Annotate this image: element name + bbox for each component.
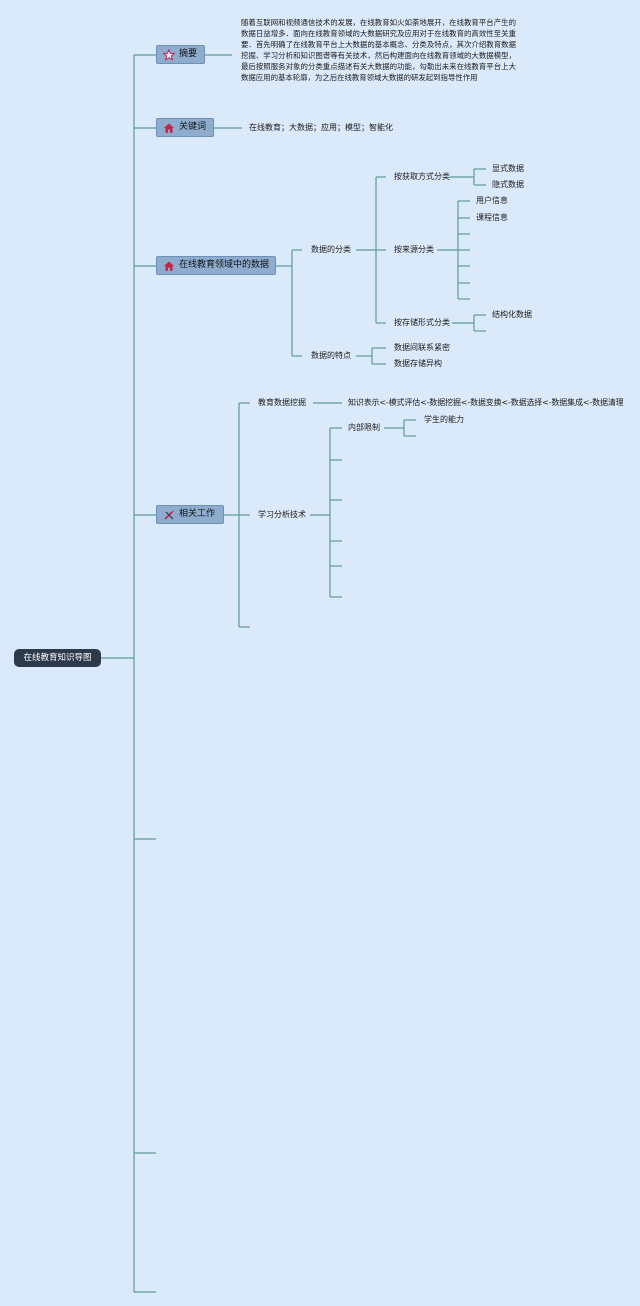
node-data-features[interactable]: 数据的特点 [311, 351, 351, 360]
keywords-text: 在线教育；大数据；应用；模型；智能化 [249, 123, 393, 132]
pencil-ruler-icon [163, 509, 175, 521]
topic-keywords[interactable]: 关键词 [156, 118, 214, 137]
star-icon [163, 48, 175, 61]
leaf-close-relations[interactable]: 数据间联系紧密 [394, 343, 450, 352]
leaf-explicit-data[interactable]: 显式数据 [492, 164, 524, 173]
topic-data-section-label: 在线教育领域中的数据 [179, 260, 270, 270]
root-topic[interactable]: 在线教育知识导图 [14, 649, 101, 667]
node-edm[interactable]: 教育数据挖掘 [258, 398, 306, 407]
node-by-acquisition[interactable]: 按获取方式分类 [394, 172, 450, 181]
node-internal-limits[interactable]: 内部限制 [348, 423, 380, 432]
leaf-structured-data[interactable]: 结构化数据 [492, 310, 532, 319]
node-by-storage[interactable]: 按存储形式分类 [394, 318, 450, 327]
leaf-heterogeneous-storage[interactable]: 数据存储异构 [394, 359, 442, 368]
node-learning-analytics[interactable]: 学习分析技术 [258, 510, 306, 519]
topic-related-work[interactable]: 相关工作 [156, 505, 224, 524]
leaf-user-info[interactable]: 用户信息 [476, 196, 508, 205]
leaf-course-info[interactable]: 课程信息 [476, 213, 508, 222]
leaf-student-ability[interactable]: 学生的能力 [424, 415, 464, 424]
house-icon [163, 260, 175, 272]
topic-data-section[interactable]: 在线教育领域中的数据 [156, 256, 276, 275]
leaf-implicit-data[interactable]: 隐式数据 [492, 180, 524, 189]
topic-related-work-label: 相关工作 [179, 509, 216, 519]
topic-abstract-label: 摘要 [179, 49, 198, 59]
topic-keywords-label: 关键词 [179, 122, 207, 132]
node-data-classification[interactable]: 数据的分类 [311, 245, 351, 254]
abstract-text: 随着互联网和视频通信技术的发展，在线教育如火如荼地展开，在线教育平台产生的数据日… [241, 18, 516, 83]
house-icon [163, 122, 175, 134]
leaf-kdd-process[interactable]: 知识表示<-模式评估<-数据挖掘<-数据变换<-数据选择<-数据集成<-数据清理 [348, 398, 624, 407]
node-by-source[interactable]: 按来源分类 [394, 245, 434, 254]
topic-abstract[interactable]: 摘要 [156, 45, 205, 64]
